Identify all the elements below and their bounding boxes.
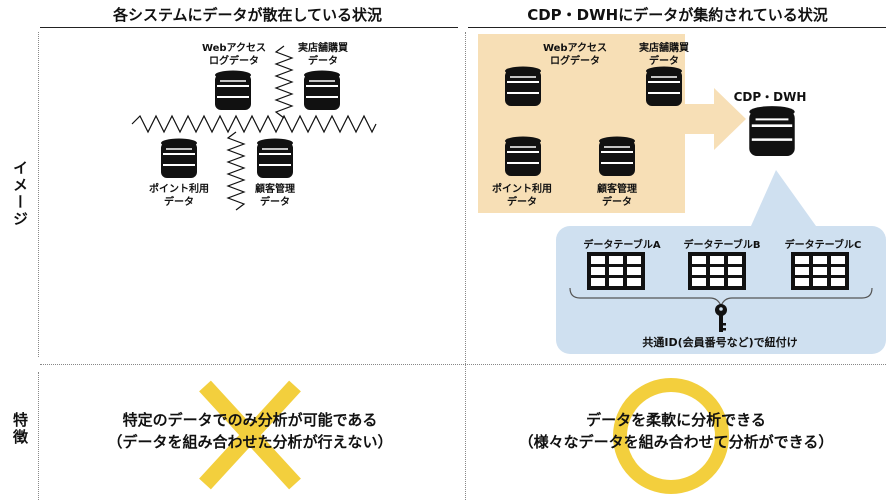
- table-label-c: データテーブルC: [784, 240, 862, 251]
- row-label-feature: 特徴: [11, 412, 29, 446]
- table-label-b: データテーブルB: [683, 240, 761, 251]
- left-web-label: Webアクセスログデータ: [201, 43, 267, 67]
- right-customer-label: 顧客管理データ: [597, 184, 637, 208]
- database-icon: [646, 66, 682, 106]
- table-icon: [688, 252, 746, 290]
- left-store-label: 実店舗購買データ: [298, 43, 348, 67]
- column-divider: [465, 32, 466, 500]
- database-icon: [161, 138, 197, 178]
- row-divider-left-feature: [38, 372, 39, 500]
- circle-mark: [613, 378, 729, 494]
- right-header: CDP・DWHにデータが集約されている状況: [527, 6, 828, 24]
- database-icon: [749, 106, 795, 156]
- left-feature-text: 特定のデータでのみ分析が可能である（データを組み合わせた分析が行えない）: [107, 411, 393, 451]
- right-header-rule: [468, 27, 886, 28]
- hub-label: CDP・DWH: [733, 90, 807, 104]
- right-web-label: Webアクセスログデータ: [542, 43, 608, 67]
- database-icon: [599, 136, 635, 176]
- left-customer-label: 顧客管理データ: [255, 184, 295, 208]
- source-systems-panel: [478, 34, 685, 213]
- row-divider: [40, 364, 886, 365]
- database-icon: [257, 138, 293, 178]
- table-icon: [791, 252, 849, 290]
- cross-mark: [199, 380, 301, 490]
- database-icon: [304, 70, 340, 110]
- row-label-image: イメージ: [11, 160, 29, 228]
- database-icon: [505, 136, 541, 176]
- table-label-a: データテーブルA: [583, 240, 661, 251]
- join-key-label: 共通ID(会員番号など)で紐付け: [642, 336, 798, 349]
- zigzag-dividers: [131, 45, 377, 211]
- aggregation-arrow: [680, 88, 746, 150]
- left-points-label: ポイント利用データ: [149, 184, 209, 208]
- database-icon: [215, 70, 251, 110]
- key-icon: [715, 304, 727, 332]
- row-divider-left-image: [38, 32, 39, 357]
- table-icon: [587, 252, 645, 290]
- left-header-rule: [40, 27, 458, 28]
- right-points-label: ポイント利用データ: [492, 184, 552, 208]
- right-store-label: 実店舗購買データ: [639, 43, 689, 67]
- left-header: 各システムにデータが散在している状況: [112, 6, 383, 24]
- right-feature-text: データを柔軟に分析できる（様々なデータを組み合わせて分析ができる）: [518, 411, 834, 451]
- database-icon: [505, 66, 541, 106]
